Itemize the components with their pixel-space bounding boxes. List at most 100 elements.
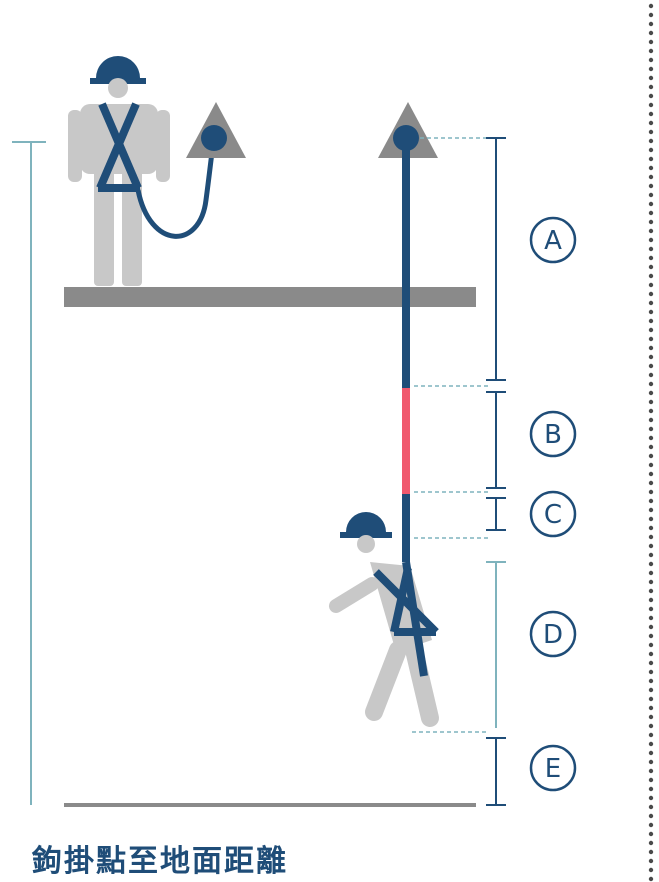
- segment-label-d: D: [531, 612, 575, 656]
- border-dot: [649, 688, 653, 692]
- border-dot: [649, 553, 653, 557]
- total-distance-bar: [12, 142, 46, 805]
- border-dot: [649, 535, 653, 539]
- border-dot: [649, 454, 653, 458]
- border-dot: [649, 355, 653, 359]
- border-dot: [649, 256, 653, 260]
- border-dot: [649, 283, 653, 287]
- border-dot: [649, 364, 653, 368]
- border-dot: [649, 265, 653, 269]
- border-dot: [649, 85, 653, 89]
- border-dot: [649, 508, 653, 512]
- segment-label-b-text: B: [544, 420, 562, 450]
- border-dot: [649, 652, 653, 656]
- border-dot: [649, 868, 653, 872]
- segment-label-a: A: [531, 218, 575, 262]
- dotted-border: [649, 4, 653, 881]
- deployed-lanyard: [402, 138, 410, 562]
- border-dot: [649, 670, 653, 674]
- border-dot: [649, 166, 653, 170]
- border-dot: [649, 544, 653, 548]
- border-dot: [649, 472, 653, 476]
- segment-label-b: B: [531, 412, 575, 456]
- ground-line: [64, 803, 476, 807]
- worker-falling-icon: [336, 512, 436, 718]
- border-dot: [649, 337, 653, 341]
- border-dot: [649, 877, 653, 881]
- border-dot: [649, 31, 653, 35]
- border-dot: [649, 301, 653, 305]
- border-dot: [649, 481, 653, 485]
- border-dot: [649, 103, 653, 107]
- border-dot: [649, 292, 653, 296]
- border-dot: [649, 409, 653, 413]
- border-dot: [649, 58, 653, 62]
- reference-lines: [412, 138, 488, 732]
- border-dot: [649, 751, 653, 755]
- border-dot: [649, 40, 653, 44]
- border-dot: [649, 184, 653, 188]
- border-dot: [649, 814, 653, 818]
- border-dot: [649, 94, 653, 98]
- border-dot: [649, 787, 653, 791]
- border-dot: [649, 616, 653, 620]
- border-dot: [649, 715, 653, 719]
- border-dot: [649, 76, 653, 80]
- border-dot: [649, 247, 653, 251]
- anchor-triangle-icon: [186, 102, 246, 158]
- border-dot: [649, 571, 653, 575]
- border-dot: [649, 805, 653, 809]
- border-dot: [649, 22, 653, 26]
- border-dot: [649, 778, 653, 782]
- border-dot: [649, 193, 653, 197]
- border-dot: [649, 517, 653, 521]
- border-dot: [649, 229, 653, 233]
- border-dot: [649, 391, 653, 395]
- border-dot: [649, 706, 653, 710]
- border-dot: [649, 400, 653, 404]
- segment-label-e-text: E: [545, 754, 561, 784]
- shock-absorber-segment: [402, 388, 410, 494]
- border-dot: [649, 724, 653, 728]
- border-dot: [649, 121, 653, 125]
- border-dot: [649, 319, 653, 323]
- border-dot: [649, 661, 653, 665]
- border-dot: [649, 436, 653, 440]
- border-dot: [649, 526, 653, 530]
- border-dot: [649, 418, 653, 422]
- border-dot: [649, 598, 653, 602]
- border-dot: [649, 742, 653, 746]
- border-dot: [649, 373, 653, 377]
- platform: [64, 287, 476, 307]
- border-dot: [649, 490, 653, 494]
- border-dot: [649, 382, 653, 386]
- caption-anchor-to-ground-distance: 鉤掛點至地面距離: [32, 836, 288, 880]
- border-dot: [649, 580, 653, 584]
- border-dot: [649, 346, 653, 350]
- segment-label-c: C: [531, 492, 575, 536]
- border-dot: [649, 841, 653, 845]
- border-dot: [649, 274, 653, 278]
- border-dot: [649, 310, 653, 314]
- border-dot: [649, 634, 653, 638]
- border-dot: [649, 49, 653, 53]
- border-dot: [649, 607, 653, 611]
- border-dot: [649, 760, 653, 764]
- border-dot: [649, 67, 653, 71]
- border-dot: [649, 157, 653, 161]
- border-dot: [649, 202, 653, 206]
- border-dot: [649, 859, 653, 863]
- border-dot: [649, 463, 653, 467]
- border-dot: [649, 589, 653, 593]
- segment-label-a-text: A: [544, 226, 562, 256]
- border-dot: [649, 175, 653, 179]
- border-dot: [649, 211, 653, 215]
- border-dot: [649, 733, 653, 737]
- border-dot: [649, 562, 653, 566]
- segment-label-e: E: [531, 746, 575, 790]
- border-dot: [649, 697, 653, 701]
- border-dot: [649, 499, 653, 503]
- border-dot: [649, 823, 653, 827]
- border-dot: [649, 445, 653, 449]
